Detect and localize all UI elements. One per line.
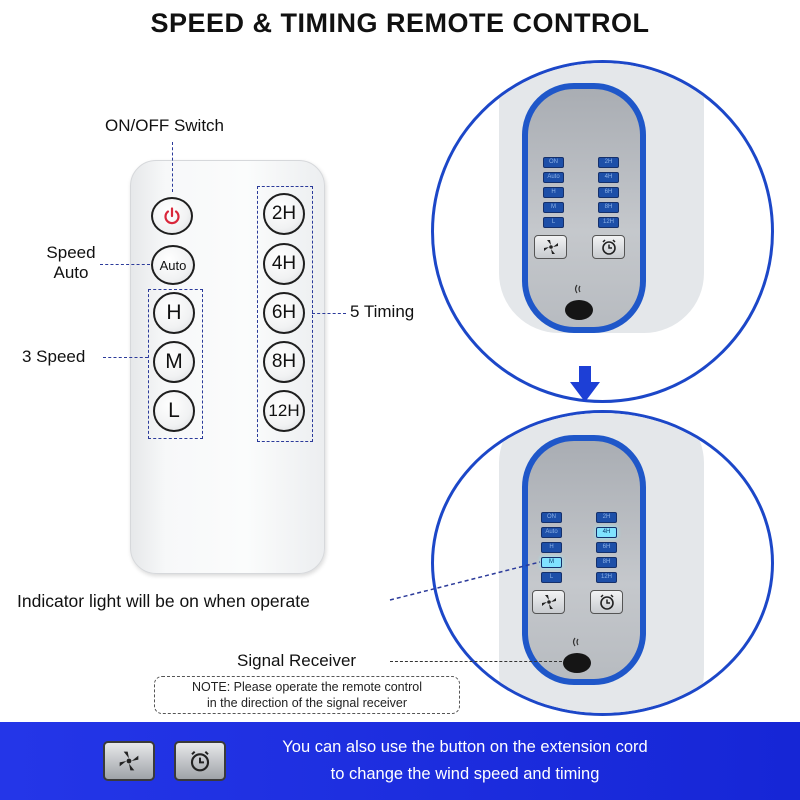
signal-receiver-label: Signal Receiver (237, 651, 357, 670)
indicator-2h: 2H (598, 157, 619, 168)
indicator-l: L (543, 217, 564, 228)
timing-leader-line (312, 313, 346, 314)
panel-zoom-off (431, 60, 774, 403)
timer-2h-button[interactable]: 2H (263, 193, 305, 235)
speed-medium-button[interactable]: M (153, 341, 195, 383)
indicator-h-2: H (541, 542, 562, 553)
indicator-8h-2: 8H (596, 557, 617, 568)
banner-line1: You can also use the button on the exten… (282, 738, 648, 756)
speed-group-outline (148, 289, 203, 439)
power-icon (164, 207, 180, 225)
onoff-label: ON/OFF Switch (105, 116, 225, 135)
onoff-leader-line (172, 142, 173, 192)
three-speed-label: 3 Speed (22, 347, 86, 366)
indicator-12h: 12H (598, 217, 619, 228)
signal-receiver-bottom (563, 653, 591, 673)
banner-text: You can also use the button on the exten… (220, 734, 710, 788)
extension-timer-button (174, 741, 226, 781)
clock-icon (601, 239, 616, 255)
indicator-on-2: ON (541, 512, 562, 523)
clock-icon (190, 750, 210, 772)
speed-high-button[interactable]: H (153, 292, 195, 334)
auto-button[interactable]: Auto (151, 245, 195, 285)
indicator-4h-active: 4H (596, 527, 617, 538)
panel-timer-button-2 (590, 590, 623, 614)
fan-icon (541, 595, 556, 609)
page-title: SPEED & TIMING REMOTE CONTROL (150, 8, 650, 38)
indicator-l-2: L (541, 572, 562, 583)
fan-icon (543, 240, 558, 254)
panel-fan-button-2 (532, 590, 565, 614)
auto-leader-line (100, 264, 150, 265)
banner-line2: to change the wind speed and timing (330, 765, 600, 783)
indicator-2h-2: 2H (596, 512, 617, 523)
note-line2: in the direction of the signal receiver (206, 696, 408, 710)
note-line1: NOTE: Please operate the remote control (192, 680, 422, 694)
bottom-banner: You can also use the button on the exten… (0, 722, 800, 800)
panel-timer-button (592, 235, 625, 259)
timer-8h-button[interactable]: 8H (263, 341, 305, 383)
indicator-m: M (543, 202, 564, 213)
indicator-label: Indicator light will be on when operate (17, 591, 310, 611)
signal-receiver-top (565, 300, 593, 320)
indicator-on: ON (543, 157, 564, 168)
timer-12h-button[interactable]: 12H (263, 390, 305, 432)
power-button[interactable] (151, 197, 193, 235)
down-arrow-icon (570, 366, 600, 402)
fan-icon (119, 751, 139, 771)
panel-fan-button (534, 235, 567, 259)
indicator-6h: 6H (598, 187, 619, 198)
receiver-leader-line (390, 661, 562, 662)
panel-face (522, 83, 646, 333)
five-timing-label: 5 Timing (350, 302, 415, 321)
speed-auto-label-line2: Auto (53, 263, 89, 282)
note-box: NOTE: Please operate the remote control … (154, 676, 460, 714)
speed-low-button[interactable]: L (153, 390, 195, 432)
indicator-auto-2: Auto (541, 527, 562, 538)
indicator-leader-line (389, 561, 541, 601)
speed-auto-label-line1: Speed (46, 243, 96, 262)
timer-6h-button[interactable]: 6H (263, 292, 305, 334)
indicator-6h-2: 6H (596, 542, 617, 553)
signal-wave-icon (572, 637, 579, 647)
indicator-12h-2: 12H (596, 572, 617, 583)
speed-auto-label: Speed Auto (41, 243, 101, 283)
indicator-m-active: M (541, 557, 562, 568)
indicator-8h: 8H (598, 202, 619, 213)
indicator-auto: Auto (543, 172, 564, 183)
signal-wave-icon (574, 284, 581, 294)
clock-icon (599, 594, 614, 610)
extension-fan-button (103, 741, 155, 781)
indicator-h: H (543, 187, 564, 198)
indicator-4h: 4H (598, 172, 619, 183)
timing-group-outline (257, 186, 313, 442)
timer-4h-button[interactable]: 4H (263, 243, 305, 285)
speed-leader-line (103, 357, 148, 358)
